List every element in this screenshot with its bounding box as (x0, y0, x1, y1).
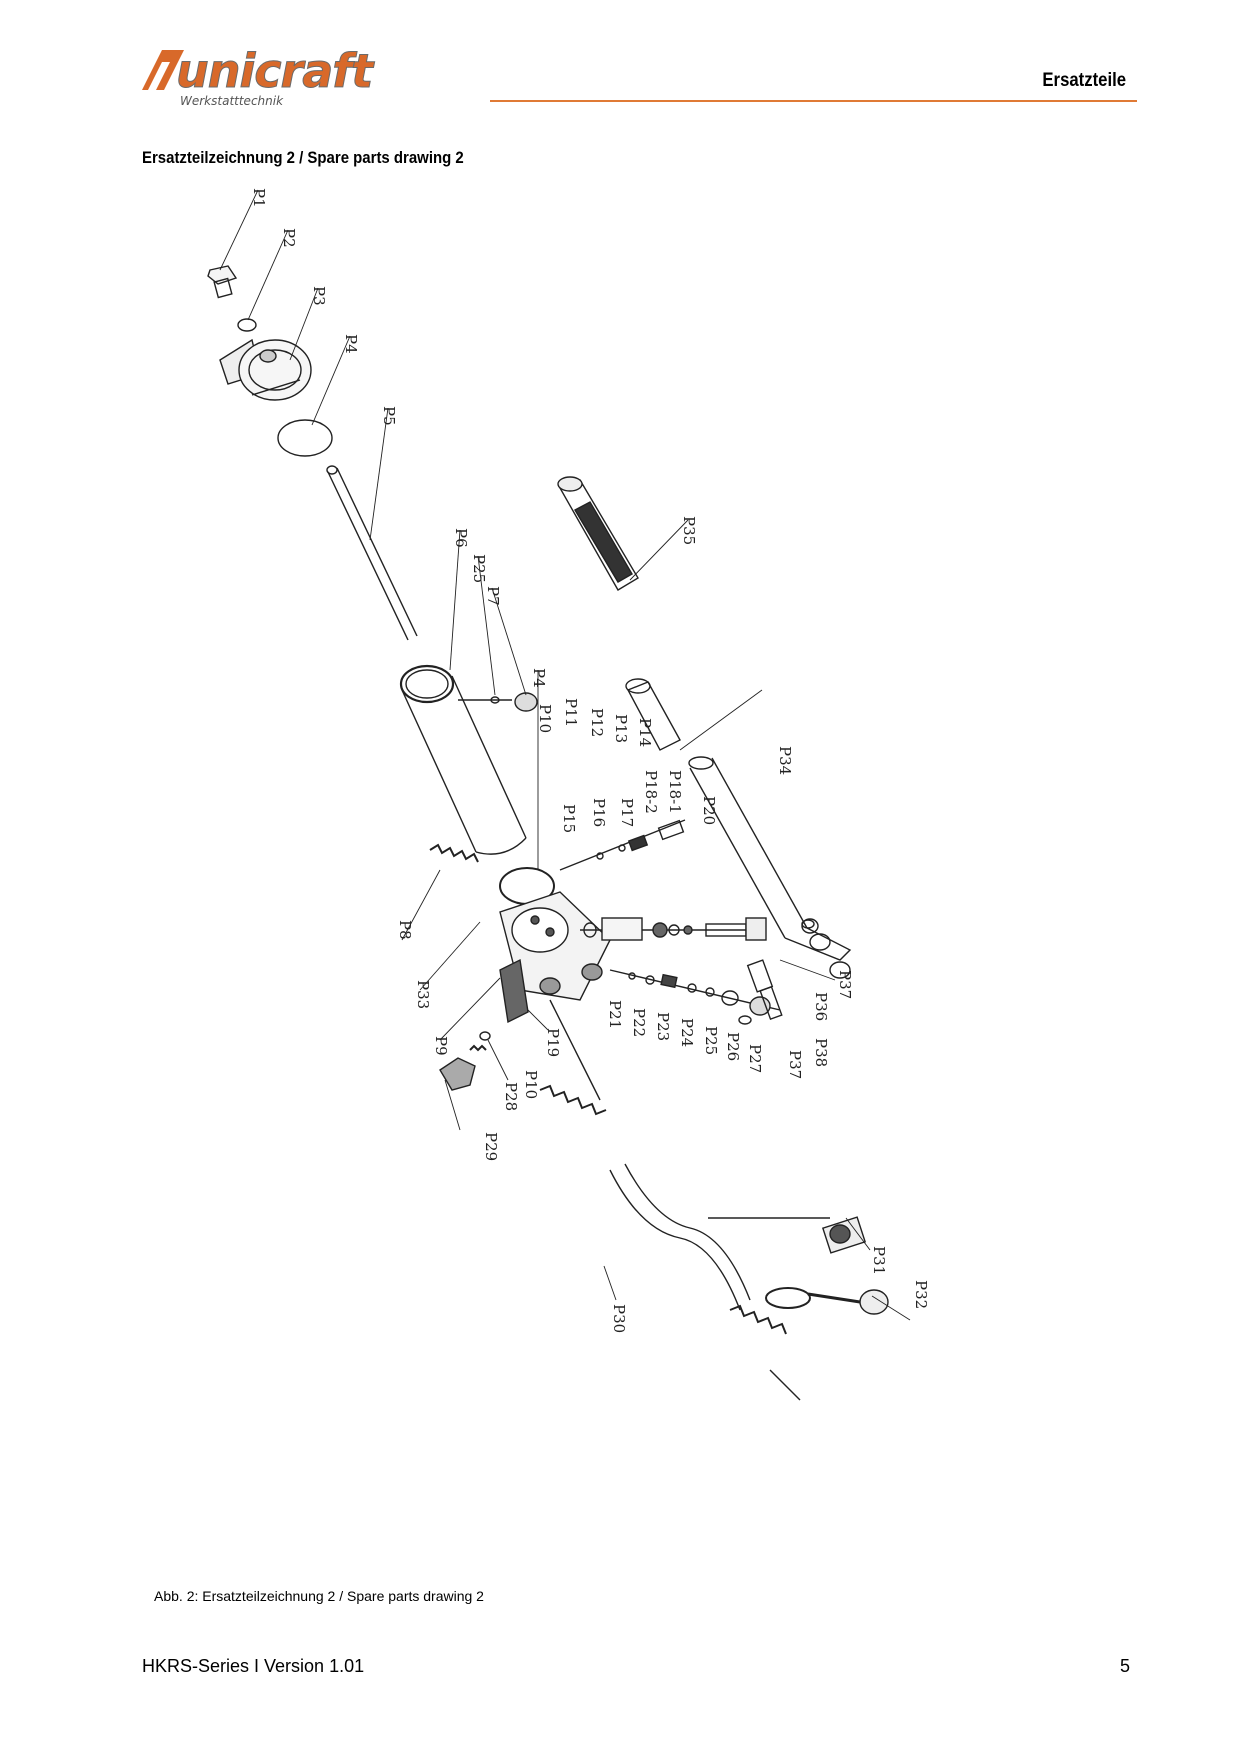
unicraft-logo: unicraft Werkstatttechnik (140, 44, 380, 110)
part-p5-rod (326, 465, 418, 641)
logo-mark-icon (142, 50, 184, 90)
part-p3-head (219, 338, 312, 401)
part-p35-handle-grip (557, 476, 681, 751)
label-p9: P9 (432, 1036, 450, 1056)
label-p10-top: P10 (536, 704, 554, 733)
footer-series: HKRS-Series I Version 1.01 (142, 1656, 365, 1676)
page-header-title: Ersatzteile (1042, 70, 1126, 91)
part-p30-hose (539, 999, 801, 1401)
part-p1-bolt (207, 265, 238, 299)
part-valve-line-mid (580, 917, 767, 941)
label-p18-2: P18-2 (642, 770, 660, 814)
label-p29: P29 (482, 1132, 500, 1161)
label-p25-top: P25 (470, 554, 488, 583)
part-p4-oring-top (277, 419, 333, 457)
section-title: Ersatzteilzeichnung 2 / Spare parts draw… (142, 148, 464, 167)
leader-lines (219, 189, 911, 1321)
label-p33: P33 (414, 980, 432, 1009)
label-p27: P27 (746, 1044, 764, 1073)
label-p6: P6 (452, 528, 470, 548)
label-p15: P15 (560, 804, 578, 833)
label-p26: P26 (724, 1032, 742, 1061)
part-p36-p38-pins (738, 919, 815, 1025)
label-p38: P38 (812, 1038, 830, 1067)
part-p6-cylinder (399, 664, 527, 855)
label-p3: P3 (310, 286, 328, 306)
label-p35: P35 (680, 516, 698, 545)
part-p31-p32-fittings (708, 1216, 889, 1315)
label-p24: P24 (678, 1018, 696, 1047)
label-p4: P4 (342, 334, 360, 354)
label-p17: P17 (618, 798, 636, 827)
label-p2: P2 (280, 228, 298, 248)
label-p28: P28 (502, 1082, 520, 1111)
label-p22: P22 (630, 1008, 648, 1037)
label-p20: P20 (700, 796, 718, 825)
label-p8: P8 (396, 920, 414, 940)
label-p21: P21 (606, 1000, 624, 1029)
figure-caption: Abb. 2: Ersatzteilzeichnung 2 / Spare pa… (154, 1588, 484, 1604)
label-p31: P31 (870, 1246, 888, 1275)
label-p18-1: P18-1 (666, 770, 684, 814)
label-p12: P12 (588, 708, 606, 737)
label-p10-low: P10 (522, 1070, 540, 1099)
part-p33-pump-body (499, 891, 611, 1024)
spare-parts-drawing: P1 P2 P3 P4 P5 P6 P25 P7 P35 P4 P14 P13 … (207, 188, 930, 1401)
part-valve-line-top (559, 819, 686, 871)
label-p4-lower: P4 (530, 668, 548, 688)
logo-subtitle: Werkstatttechnik (180, 94, 284, 108)
label-p37-top: P37 (836, 970, 854, 999)
label-p19: P19 (544, 1028, 562, 1057)
part-p7-pin (458, 692, 538, 712)
header-divider (490, 100, 1137, 102)
label-p1: P1 (250, 188, 268, 208)
label-p36: P36 (812, 992, 830, 1021)
label-p23: P23 (654, 1012, 672, 1041)
label-p5: P5 (380, 406, 398, 426)
footer-page-number: 5 (1119, 1656, 1130, 1676)
label-p13: P13 (612, 714, 630, 743)
label-p32: P32 (912, 1280, 930, 1309)
label-p11: P11 (562, 698, 580, 727)
logo-text: unicraft (175, 44, 373, 98)
label-p25-low: P25 (702, 1026, 720, 1055)
label-p34: P34 (776, 746, 794, 775)
label-p14: P14 (636, 718, 654, 747)
label-p7: P7 (484, 586, 502, 606)
part-p8-spring (429, 843, 479, 863)
label-p30: P30 (610, 1304, 628, 1333)
label-p37-low: P37 (786, 1050, 804, 1079)
part-labels: P1 P2 P3 P4 P5 P6 P25 P7 P35 P4 P14 P13 … (250, 188, 930, 1333)
part-p29-release-knob (439, 1031, 491, 1091)
part-p34-lever (688, 756, 852, 979)
label-p16: P16 (590, 798, 608, 827)
part-valve-line-low (609, 969, 781, 1016)
part-p2-washer (237, 318, 257, 332)
